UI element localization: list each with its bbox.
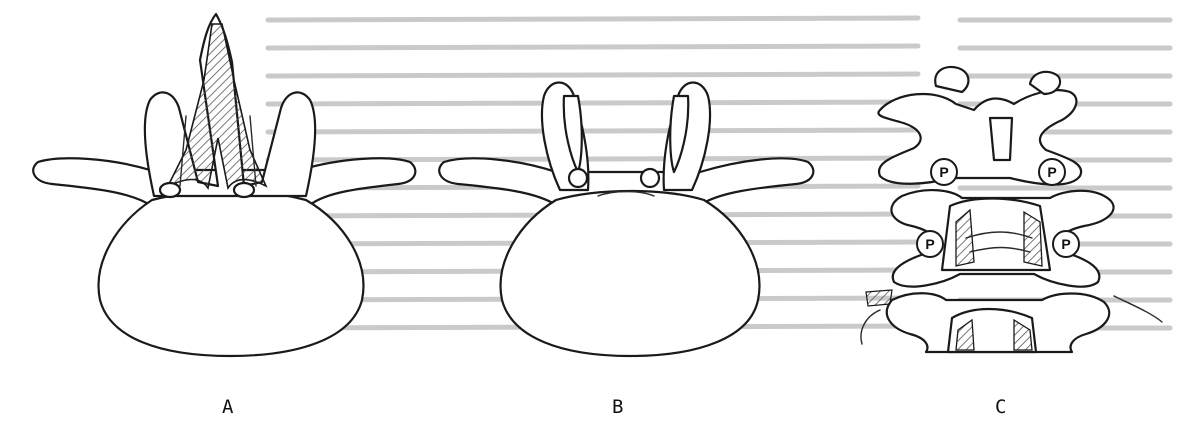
spine-c-spinous-upper <box>990 118 1012 160</box>
marker-label: P <box>925 236 934 252</box>
vertebra-b-body <box>501 191 760 356</box>
spine-c-hatched-side <box>866 290 892 306</box>
spine-c-marker-lower-right: P <box>1053 231 1079 257</box>
vertebra-a-body <box>99 191 364 356</box>
marker-label: P <box>939 164 948 180</box>
panel-label-c: C <box>995 396 1006 418</box>
vertebra-b-right-screw-head <box>641 169 659 187</box>
spine-c-marker-lower-left: P <box>917 231 943 257</box>
vertebra-a-facet-right <box>234 183 254 197</box>
panel-label-b: B <box>612 396 623 418</box>
spine-c-marker-upper-left: P <box>931 159 957 185</box>
spine-c-top-lobe-right <box>1030 72 1060 94</box>
vertebra-a-facet-left <box>160 183 180 197</box>
vertebra-figure: P P P P <box>0 0 1177 380</box>
vertebra-b-left-screw-head <box>569 169 587 187</box>
marker-label: P <box>1061 236 1070 252</box>
spine-c-top-lobe-left <box>935 67 968 92</box>
marker-label: P <box>1047 164 1056 180</box>
spine-c-drawing: P P P P <box>861 67 1162 352</box>
vertebra-a-drawing <box>33 14 415 356</box>
panel-label-a: A <box>222 396 233 418</box>
vertebra-b-drawing <box>439 83 813 357</box>
spine-c-marker-upper-right: P <box>1039 159 1065 185</box>
